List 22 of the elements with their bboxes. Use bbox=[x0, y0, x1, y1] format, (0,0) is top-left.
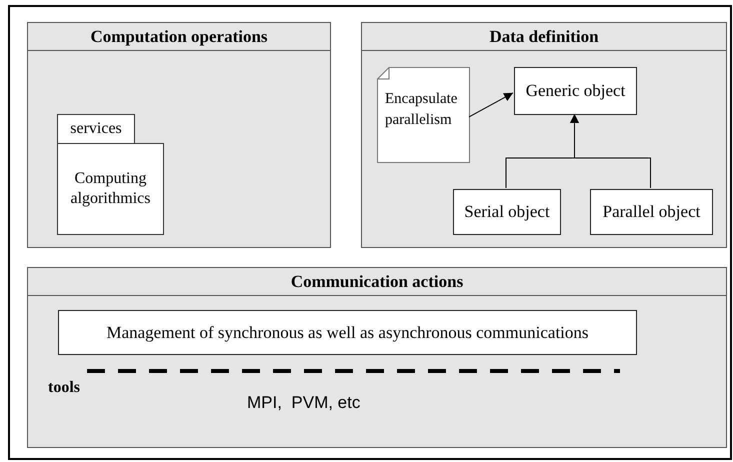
section-panel bbox=[27, 22, 331, 248]
package-name: services bbox=[70, 119, 122, 139]
class-box bbox=[58, 310, 637, 355]
arrow bbox=[570, 114, 651, 188]
box-text: Serial object bbox=[464, 201, 550, 224]
note-text: Encapsulate parallelism bbox=[385, 90, 458, 130]
box-text: Generic object bbox=[526, 80, 626, 102]
section-panel bbox=[361, 22, 727, 248]
tools-label: tools bbox=[48, 378, 80, 398]
section-panel bbox=[27, 267, 727, 448]
box-text: Management of synchronous as well as asynchronous communications bbox=[106, 322, 589, 344]
tools-list: MPI, PVM, etc bbox=[247, 390, 360, 416]
arrow bbox=[468, 92, 514, 118]
class-box bbox=[453, 189, 561, 235]
note-shape bbox=[377, 67, 470, 163]
class-box bbox=[514, 67, 637, 115]
section-heading: Computation operations bbox=[90, 26, 268, 48]
section-heading: Communication actions bbox=[290, 270, 464, 293]
box-text: Parallel object bbox=[602, 201, 700, 224]
package-text: Computing algorithmics bbox=[70, 169, 152, 209]
class-box bbox=[590, 189, 713, 235]
section-heading: Data definition bbox=[489, 26, 599, 48]
